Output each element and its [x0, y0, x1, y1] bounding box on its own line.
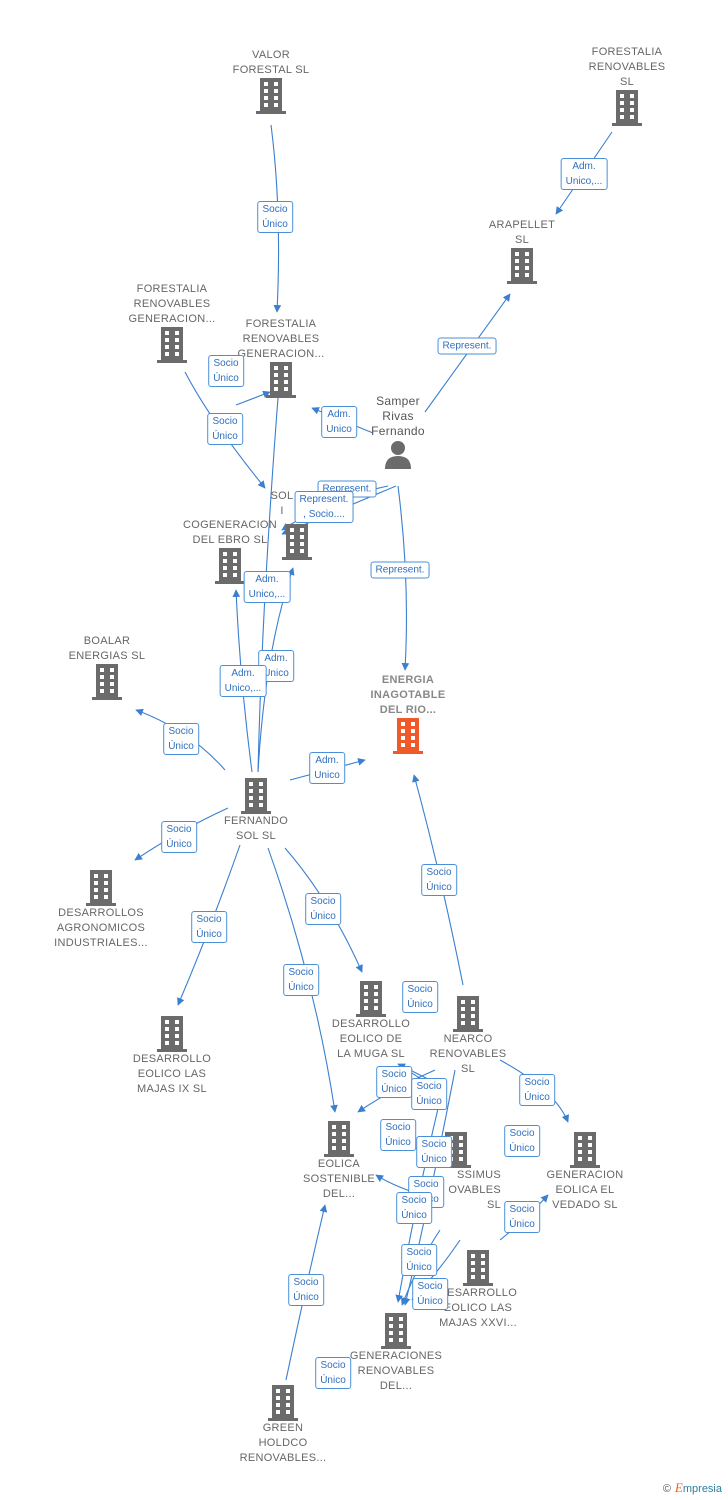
building-icon: [381, 1313, 411, 1349]
edge-label[interactable]: Socio Único: [305, 893, 341, 925]
building-icon: [393, 718, 423, 754]
node-generaciones-renovables[interactable]: GENERACIONES RENOVABLES DEL...: [336, 1313, 456, 1394]
building-icon: [463, 1250, 493, 1286]
edge-label[interactable]: Socio Único: [411, 1078, 447, 1110]
building-icon: [157, 1016, 187, 1052]
node-samper-rivas[interactable]: Samper Rivas Fernando: [338, 394, 458, 471]
edge-label[interactable]: Socio Único: [504, 1125, 540, 1157]
node-label: NEARCO RENOVABLES SL: [429, 1033, 507, 1075]
edge-label[interactable]: Represent. , Socio....: [294, 491, 354, 523]
node-forestalia-generacion-1[interactable]: FORESTALIA RENOVABLES GENERACION...: [112, 282, 232, 363]
edge-label[interactable]: Socio Único: [376, 1066, 412, 1098]
node-nearco[interactable]: NEARCO RENOVABLES SL: [408, 996, 528, 1077]
building-icon: [92, 664, 122, 700]
edge-label[interactable]: Adm. Unico,...: [560, 158, 608, 190]
node-label: BOALAR ENERGIAS SL: [68, 635, 146, 662]
node-label: EOLICA SOSTENIBLE DEL...: [302, 1158, 376, 1200]
node-forestalia-generacion-2[interactable]: FORESTALIA RENOVABLES GENERACION...: [221, 317, 341, 398]
edge-label[interactable]: Socio Único: [161, 821, 197, 853]
node-desarrollos-agronomicos[interactable]: DESARROLLOS AGRONOMICOS INDUSTRIALES...: [41, 870, 161, 951]
node-label: DESARROLLO EOLICO DE LA MUGA SL: [331, 1018, 411, 1060]
edge-label[interactable]: Socio Único: [283, 964, 319, 996]
edge-label[interactable]: Socio Único: [416, 1136, 452, 1168]
node-label: GENERACIONES RENOVABLES DEL...: [349, 1350, 443, 1392]
edge-label[interactable]: Socio Único: [163, 723, 199, 755]
node-generacion-vedado[interactable]: GENERACION EOLICA EL VEDADO SL: [525, 1132, 645, 1213]
building-icon: [268, 1385, 298, 1421]
building-icon: [356, 981, 386, 1017]
brand-initial: E: [674, 1480, 683, 1495]
node-label: GREEN HOLDCO RENOVABLES...: [239, 1422, 327, 1464]
node-boalar-energias[interactable]: BOALAR ENERGIAS SL: [47, 634, 167, 700]
building-icon: [570, 1132, 600, 1168]
edge: [235, 390, 271, 406]
building-icon: [157, 327, 187, 363]
edge-label[interactable]: Adm. Unico: [321, 406, 357, 438]
footer-brand[interactable]: ©Empresia: [663, 1480, 722, 1496]
node-label: SOL I: [270, 490, 294, 517]
edge-label[interactable]: Socio Único: [315, 1357, 351, 1389]
node-majas-xxvi[interactable]: DESARROLLO EOLICO LAS MAJAS XXVI...: [418, 1250, 538, 1331]
node-label: GENERACION EOLICA EL VEDADO SL: [546, 1169, 624, 1211]
node-eolica-sostenible[interactable]: EOLICA SOSTENIBLE DEL...: [279, 1121, 399, 1202]
node-label: FORESTALIA RENOVABLES SL: [588, 46, 666, 88]
edge-label[interactable]: Adm. Unico,...: [243, 571, 291, 603]
building-icon: [324, 1121, 354, 1157]
edge: [397, 485, 410, 671]
edge-label[interactable]: Adm. Unico: [309, 752, 345, 784]
edge-label[interactable]: Socio Único: [412, 1278, 448, 1310]
edge-label[interactable]: Socio Único: [257, 201, 293, 233]
building-icon: [453, 996, 483, 1032]
person-icon: [385, 441, 411, 469]
edge-label[interactable]: Socio Único: [504, 1201, 540, 1233]
brand-name: mpresia: [682, 1483, 722, 1495]
edge-label[interactable]: Socio Único: [519, 1074, 555, 1106]
node-arapellet[interactable]: ARAPELLET SL: [462, 218, 582, 284]
node-muga[interactable]: DESARROLLO EOLICO DE LA MUGA SL: [311, 981, 431, 1062]
node-valor-forestal[interactable]: VALOR FORESTAL SL: [211, 48, 331, 114]
node-fernando-sol[interactable]: FERNANDO SOL SL: [196, 778, 316, 844]
node-label: SSIMUS OVABLES SL: [448, 1169, 501, 1211]
edge-label[interactable]: Socio Único: [380, 1119, 416, 1151]
building-icon: [256, 78, 286, 114]
node-sol-partial[interactable]: SOL I: [262, 489, 302, 519]
building-icon: [282, 524, 312, 560]
node-green-holdco[interactable]: GREEN HOLDCO RENOVABLES...: [223, 1385, 343, 1466]
edge-label[interactable]: Socio Único: [396, 1192, 432, 1224]
node-sol-building[interactable]: [277, 524, 317, 560]
building-icon: [266, 362, 296, 398]
node-label: FORESTALIA RENOVABLES GENERACION...: [237, 318, 325, 360]
building-icon: [215, 548, 245, 584]
node-label: DESARROLLOS AGRONOMICOS INDUSTRIALES...: [54, 907, 148, 949]
node-label: DESARROLLO EOLICO LAS MAJAS IX SL: [132, 1053, 212, 1095]
node-label: DESARROLLO EOLICO LAS MAJAS XXVI...: [438, 1287, 518, 1329]
building-icon: [241, 778, 271, 814]
edge-label[interactable]: Socio Único: [288, 1274, 324, 1306]
node-label: FERNANDO SOL SL: [223, 815, 289, 842]
edge-label[interactable]: Socio Único: [401, 1244, 437, 1276]
edge-label[interactable]: Represent.: [370, 561, 430, 579]
node-label: ENERGIA INAGOTABLE DEL RIO...: [370, 674, 446, 716]
node-energia-inagotable[interactable]: ENERGIA INAGOTABLE DEL RIO...: [348, 673, 468, 754]
node-label: COGENERACION DEL EBRO SL: [182, 519, 278, 546]
edge-label[interactable]: Socio Único: [208, 355, 244, 387]
edge-label[interactable]: Socio Único: [402, 981, 438, 1013]
node-cogeneracion-ebro[interactable]: COGENERACION DEL EBRO SL: [170, 518, 290, 584]
edge-label[interactable]: Socio Único: [191, 911, 227, 943]
node-forestalia-renovables[interactable]: FORESTALIA RENOVABLES SL: [567, 45, 687, 126]
node-majas-ix[interactable]: DESARROLLO EOLICO LAS MAJAS IX SL: [112, 1016, 232, 1097]
building-icon: [86, 870, 116, 906]
node-label: FORESTALIA RENOVABLES GENERACION...: [128, 283, 216, 325]
edge-label[interactable]: Socio Único: [207, 413, 243, 445]
copyright-symbol: ©: [662, 1483, 671, 1495]
node-label: VALOR FORESTAL SL: [232, 49, 310, 76]
node-label: ARAPELLET SL: [488, 219, 556, 246]
edge-label[interactable]: Socio Único: [421, 864, 457, 896]
edge-label[interactable]: Represent.: [437, 337, 497, 355]
node-label: Samper Rivas Fernando: [371, 394, 425, 438]
edge-label[interactable]: Adm. Unico,...: [219, 665, 267, 697]
building-icon: [612, 90, 642, 126]
building-icon: [507, 248, 537, 284]
